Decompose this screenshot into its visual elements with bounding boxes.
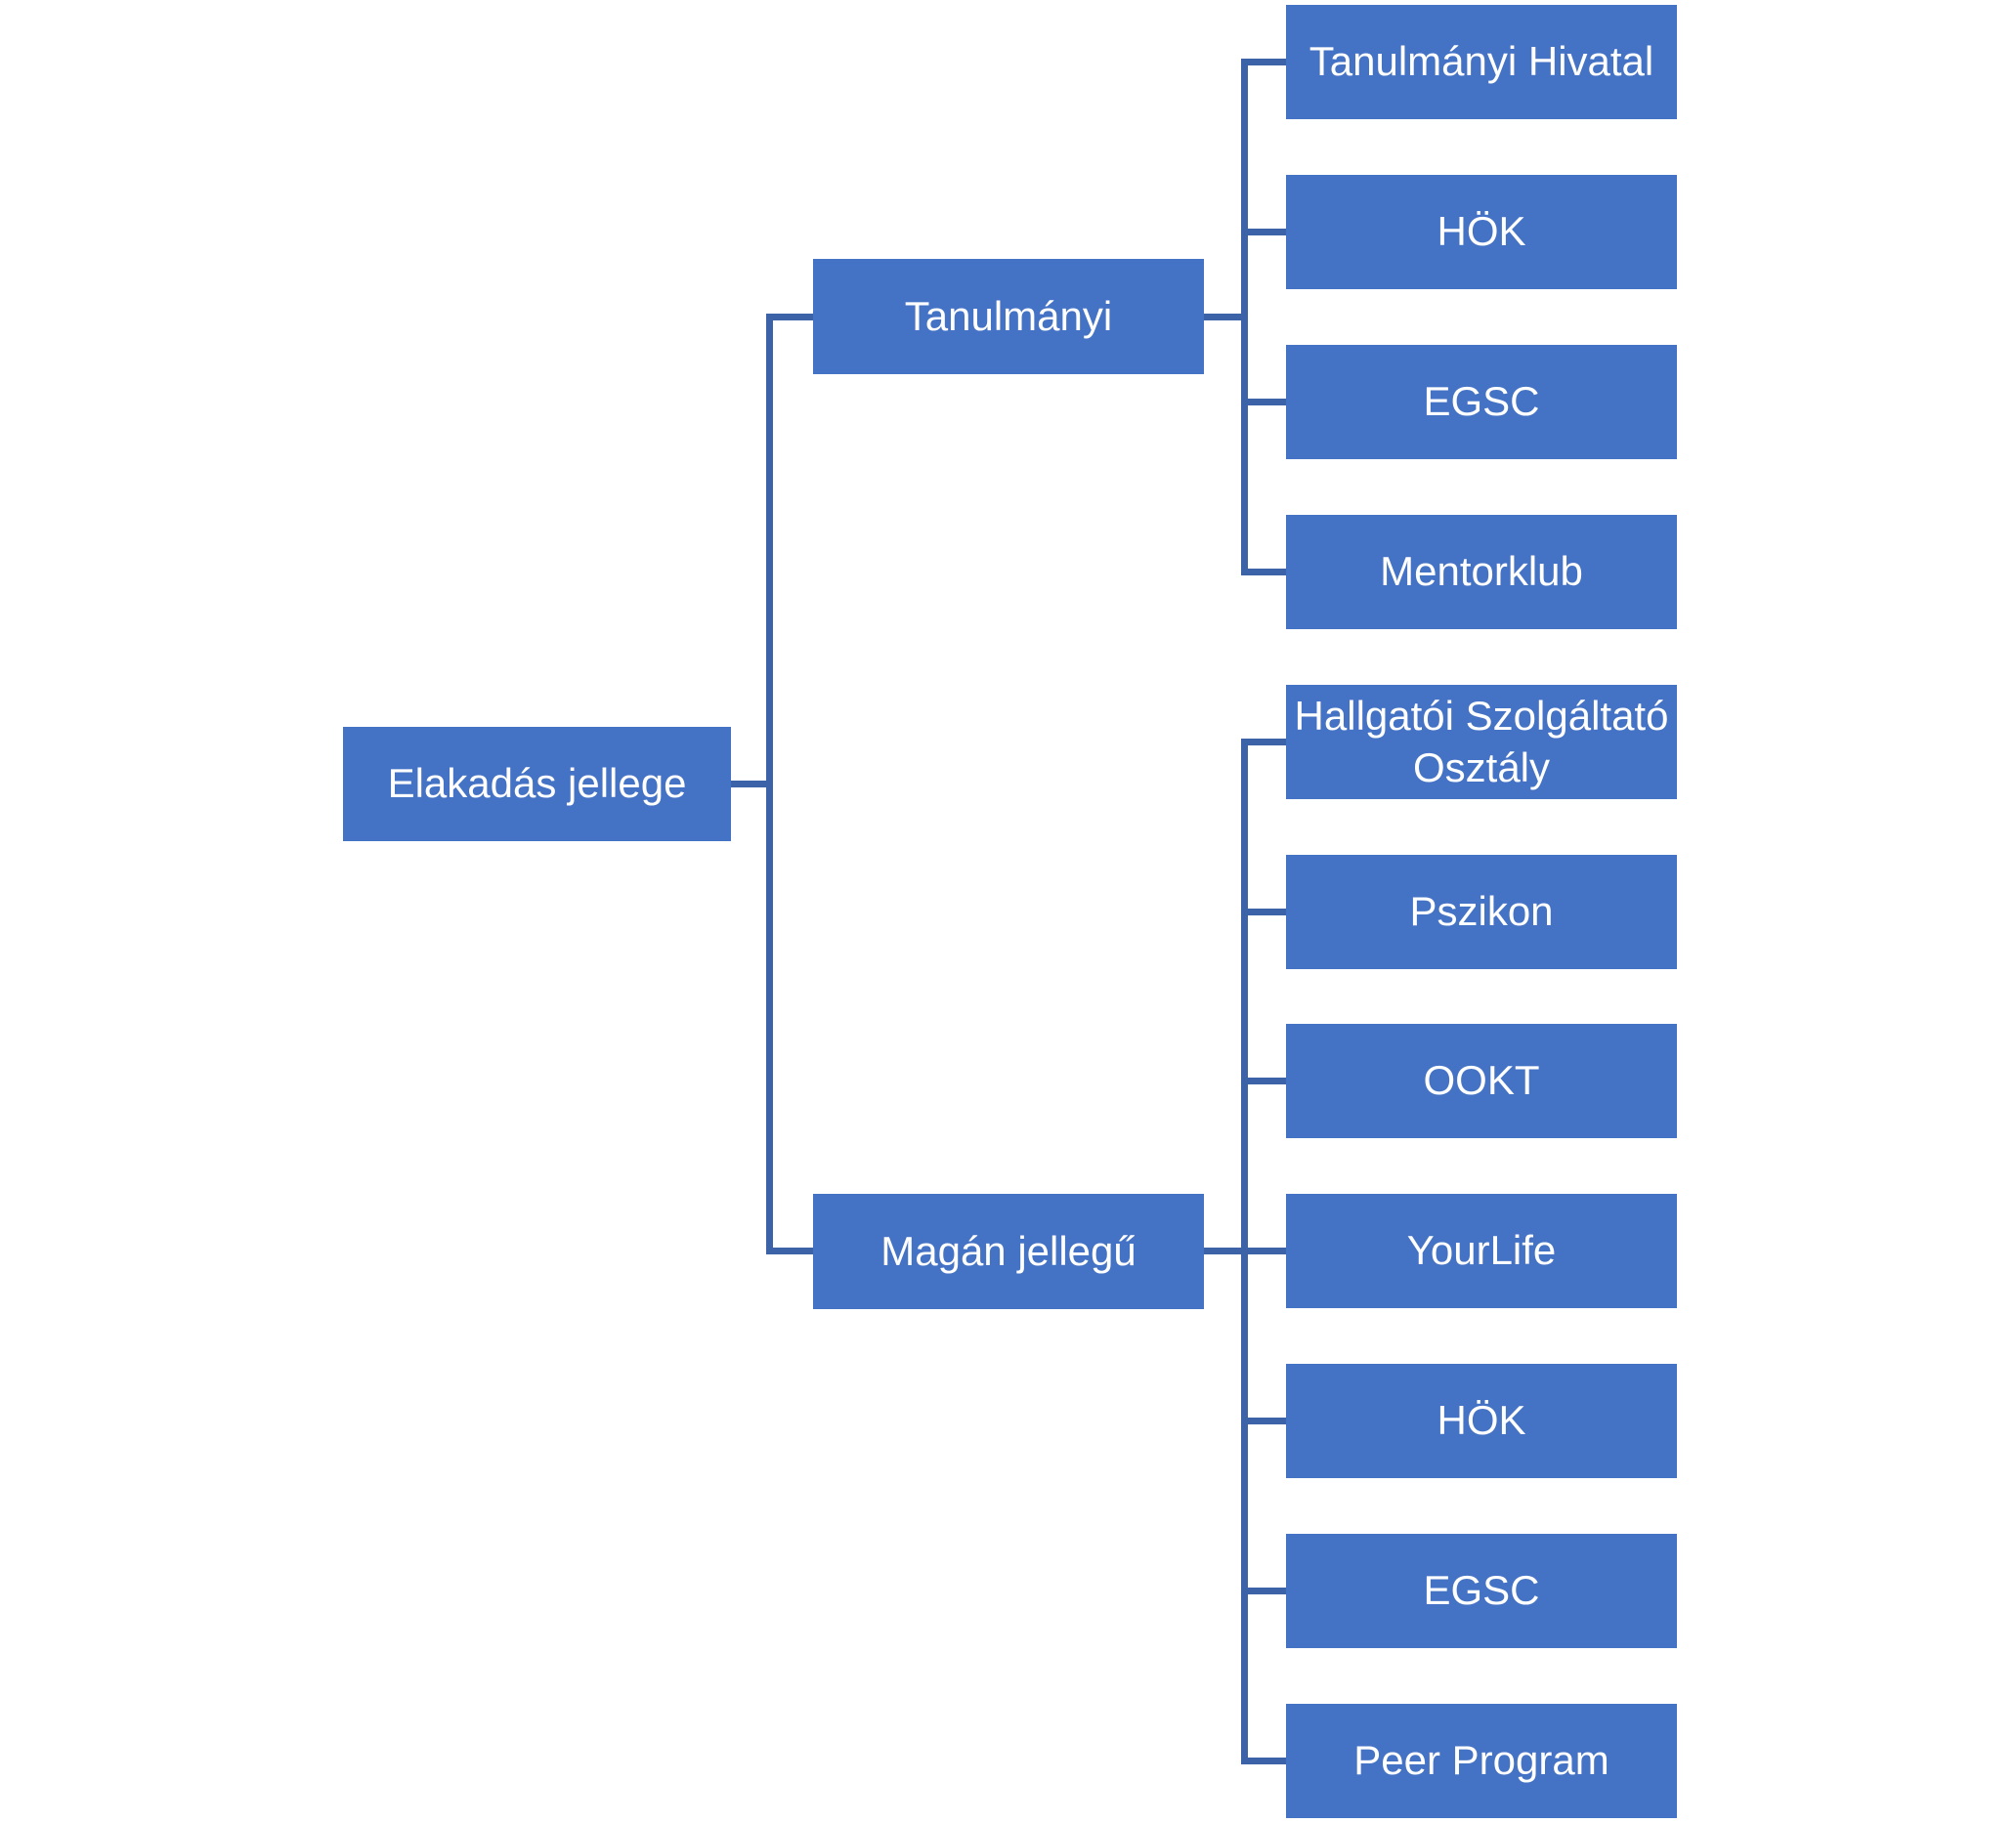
node-yourlife: YourLife <box>1286 1194 1677 1308</box>
node-hallgatoi-szolgaltato-osztaly: Hallgatói Szolgáltató Osztály <box>1286 685 1677 799</box>
node-peer-program: Peer Program <box>1286 1704 1677 1818</box>
connector-trunk2-top <box>1241 59 1248 575</box>
connector-stub-tanulmanyi-hivatal <box>1241 59 1286 65</box>
connector-stub-peer-program <box>1241 1758 1286 1764</box>
node-tanulmanyi: Tanulmányi <box>813 259 1204 374</box>
node-egsc-magan: EGSC <box>1286 1534 1677 1648</box>
connector-stub-pszikon <box>1241 909 1286 915</box>
node-hok-magan: HÖK <box>1286 1364 1677 1478</box>
connector-stub-egsc-1 <box>1241 399 1286 405</box>
connector-stub-hallgatoi <box>1241 739 1286 745</box>
connector-trunk1 <box>766 314 773 1254</box>
connector-stub-hok-1 <box>1241 229 1286 235</box>
connector-trunk1-to-magan <box>766 1248 813 1254</box>
connector-root-to-trunk1 <box>730 781 773 787</box>
node-ookt: OOKT <box>1286 1024 1677 1138</box>
connector-tanulmanyi-to-trunk2 <box>1204 314 1248 320</box>
connector-trunk2-bottom <box>1241 739 1248 1764</box>
connector-stub-egsc-2 <box>1241 1588 1286 1594</box>
node-tanulmanyi-hivatal: Tanulmányi Hivatal <box>1286 5 1677 119</box>
connector-stub-hok-2 <box>1241 1418 1286 1424</box>
node-hok-tanulmanyi: HÖK <box>1286 175 1677 289</box>
node-egsc-tanulmanyi: EGSC <box>1286 345 1677 459</box>
node-magan-jellegu: Magán jellegű <box>813 1194 1204 1309</box>
connector-stub-mentorklub <box>1241 569 1286 575</box>
node-mentorklub: Mentorklub <box>1286 515 1677 629</box>
node-pszikon: Pszikon <box>1286 855 1677 969</box>
node-elakadas-jellege: Elakadás jellege <box>343 727 731 841</box>
connector-trunk1-to-tanulmanyi <box>766 314 813 320</box>
connector-stub-ookt <box>1241 1078 1286 1084</box>
